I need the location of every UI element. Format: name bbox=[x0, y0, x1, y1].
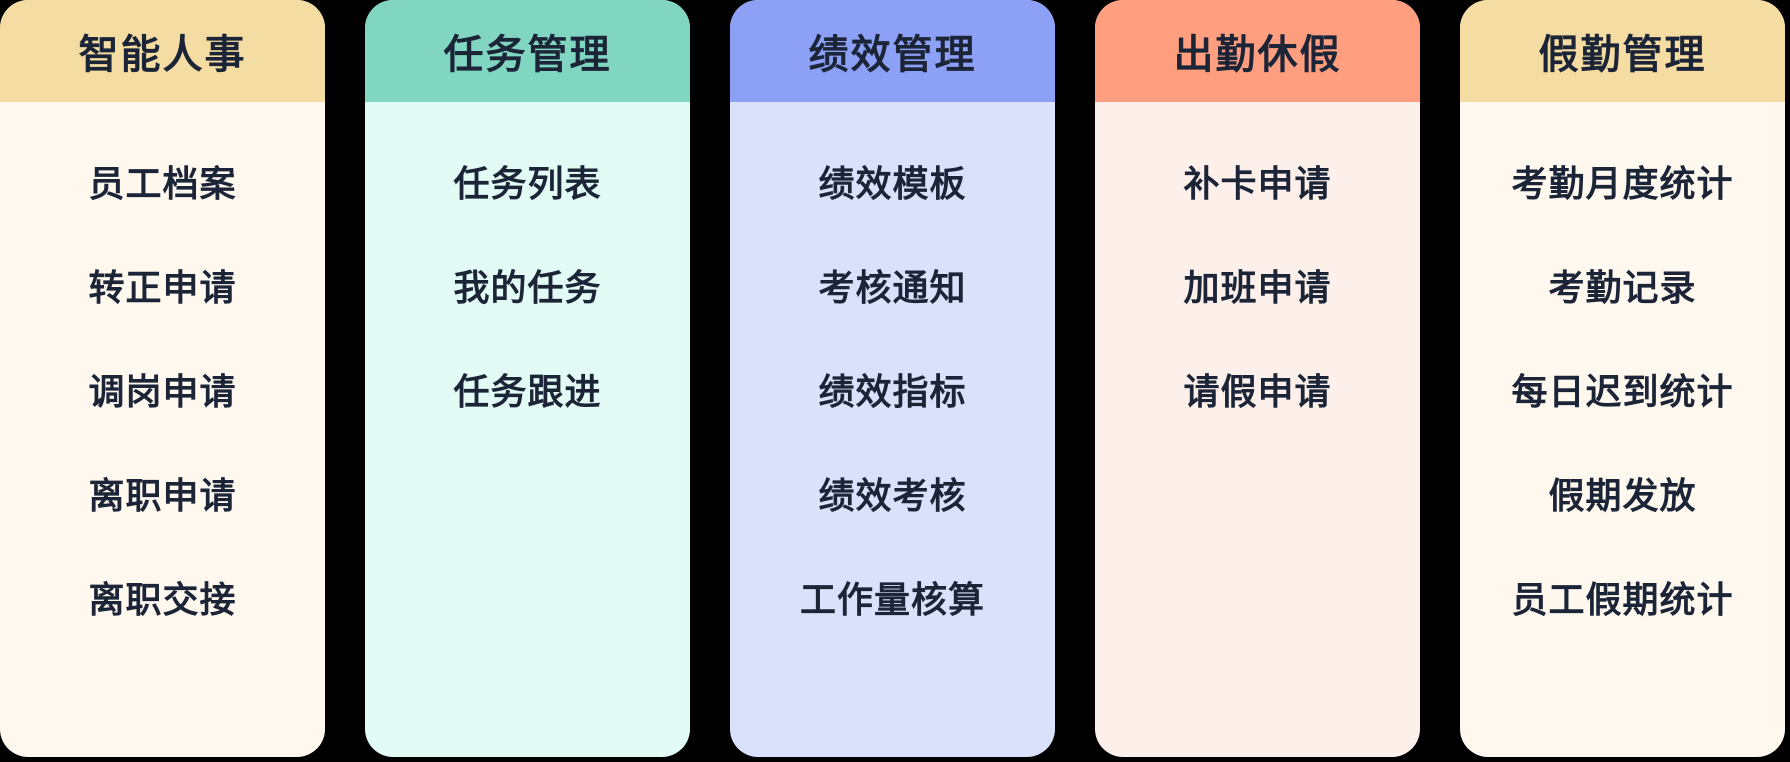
menu-item-label: 调岗申请 bbox=[88, 371, 237, 412]
category-card-2: 任务管理 任务列表 我的任务 任务跟进 bbox=[365, 0, 690, 757]
category-item-list: 补卡申请 加班申请 请假申请 bbox=[1095, 102, 1420, 441]
category-header: 任务管理 bbox=[365, 0, 690, 102]
menu-item-label: 任务列表 bbox=[453, 163, 602, 204]
menu-item-label: 工作量核算 bbox=[799, 579, 985, 620]
menu-item-label: 考核通知 bbox=[818, 267, 967, 308]
menu-item[interactable]: 绩效考核 bbox=[730, 441, 1055, 545]
category-title: 假勤管理 bbox=[1538, 33, 1707, 77]
menu-item[interactable]: 调岗申请 bbox=[0, 337, 325, 441]
menu-item-label: 绩效考核 bbox=[818, 475, 967, 516]
menu-item-label: 加班申请 bbox=[1183, 267, 1332, 308]
menu-item[interactable]: 工作量核算 bbox=[730, 545, 1055, 649]
menu-item-label: 员工档案 bbox=[88, 163, 237, 204]
category-item-list: 员工档案 转正申请 调岗申请 离职申请 离职交接 bbox=[0, 102, 325, 649]
menu-item[interactable]: 加班申请 bbox=[1095, 233, 1420, 337]
menu-item[interactable]: 离职申请 bbox=[0, 441, 325, 545]
menu-item[interactable]: 每日迟到统计 bbox=[1460, 337, 1785, 441]
menu-item[interactable]: 假期发放 bbox=[1460, 441, 1785, 545]
menu-item[interactable]: 考勤记录 bbox=[1460, 233, 1785, 337]
menu-item[interactable]: 员工档案 bbox=[0, 129, 325, 233]
menu-item[interactable]: 任务列表 bbox=[365, 129, 690, 233]
category-title: 绩效管理 bbox=[808, 33, 977, 77]
category-title: 出勤休假 bbox=[1173, 33, 1342, 77]
menu-item-label: 假期发放 bbox=[1548, 475, 1697, 516]
menu-item-label: 补卡申请 bbox=[1183, 163, 1332, 204]
category-card-4: 出勤休假 补卡申请 加班申请 请假申请 bbox=[1095, 0, 1420, 757]
menu-item-label: 任务跟进 bbox=[453, 371, 602, 412]
menu-item[interactable]: 考核通知 bbox=[730, 233, 1055, 337]
menu-item-label: 离职申请 bbox=[88, 475, 237, 516]
category-item-list: 任务列表 我的任务 任务跟进 bbox=[365, 102, 690, 441]
menu-item[interactable]: 离职交接 bbox=[0, 545, 325, 649]
menu-item[interactable]: 补卡申请 bbox=[1095, 129, 1420, 233]
category-header: 绩效管理 bbox=[730, 0, 1055, 102]
menu-item-label: 员工假期统计 bbox=[1511, 579, 1734, 620]
menu-item-label: 绩效模板 bbox=[818, 163, 967, 204]
menu-item[interactable]: 转正申请 bbox=[0, 233, 325, 337]
category-card-3: 绩效管理 绩效模板 考核通知 绩效指标 绩效考核 工作量核算 bbox=[730, 0, 1055, 757]
menu-item-label: 每日迟到统计 bbox=[1511, 371, 1734, 412]
menu-item[interactable]: 请假申请 bbox=[1095, 337, 1420, 441]
menu-item[interactable]: 绩效指标 bbox=[730, 337, 1055, 441]
menu-item[interactable]: 绩效模板 bbox=[730, 129, 1055, 233]
menu-item[interactable]: 任务跟进 bbox=[365, 337, 690, 441]
menu-item-label: 考勤月度统计 bbox=[1511, 163, 1734, 204]
menu-item-label: 我的任务 bbox=[453, 267, 602, 308]
menu-item-label: 离职交接 bbox=[88, 579, 237, 620]
category-header: 假勤管理 bbox=[1460, 0, 1785, 102]
category-title: 智能人事 bbox=[78, 33, 247, 77]
menu-item[interactable]: 考勤月度统计 bbox=[1460, 129, 1785, 233]
category-title: 任务管理 bbox=[443, 33, 612, 77]
category-header: 出勤休假 bbox=[1095, 0, 1420, 102]
menu-item[interactable]: 我的任务 bbox=[365, 233, 690, 337]
category-card-1: 智能人事 员工档案 转正申请 调岗申请 离职申请 离职交接 bbox=[0, 0, 325, 757]
menu-item-label: 考勤记录 bbox=[1548, 267, 1697, 308]
menu-item-label: 转正申请 bbox=[88, 267, 237, 308]
menu-item-label: 绩效指标 bbox=[818, 371, 967, 412]
category-card-5: 假勤管理 考勤月度统计 考勤记录 每日迟到统计 假期发放 员工假期统计 bbox=[1460, 0, 1785, 757]
menu-item[interactable]: 员工假期统计 bbox=[1460, 545, 1785, 649]
category-item-list: 绩效模板 考核通知 绩效指标 绩效考核 工作量核算 bbox=[730, 102, 1055, 649]
category-item-list: 考勤月度统计 考勤记录 每日迟到统计 假期发放 员工假期统计 bbox=[1460, 102, 1785, 649]
menu-item-label: 请假申请 bbox=[1183, 371, 1332, 412]
category-header: 智能人事 bbox=[0, 0, 325, 102]
